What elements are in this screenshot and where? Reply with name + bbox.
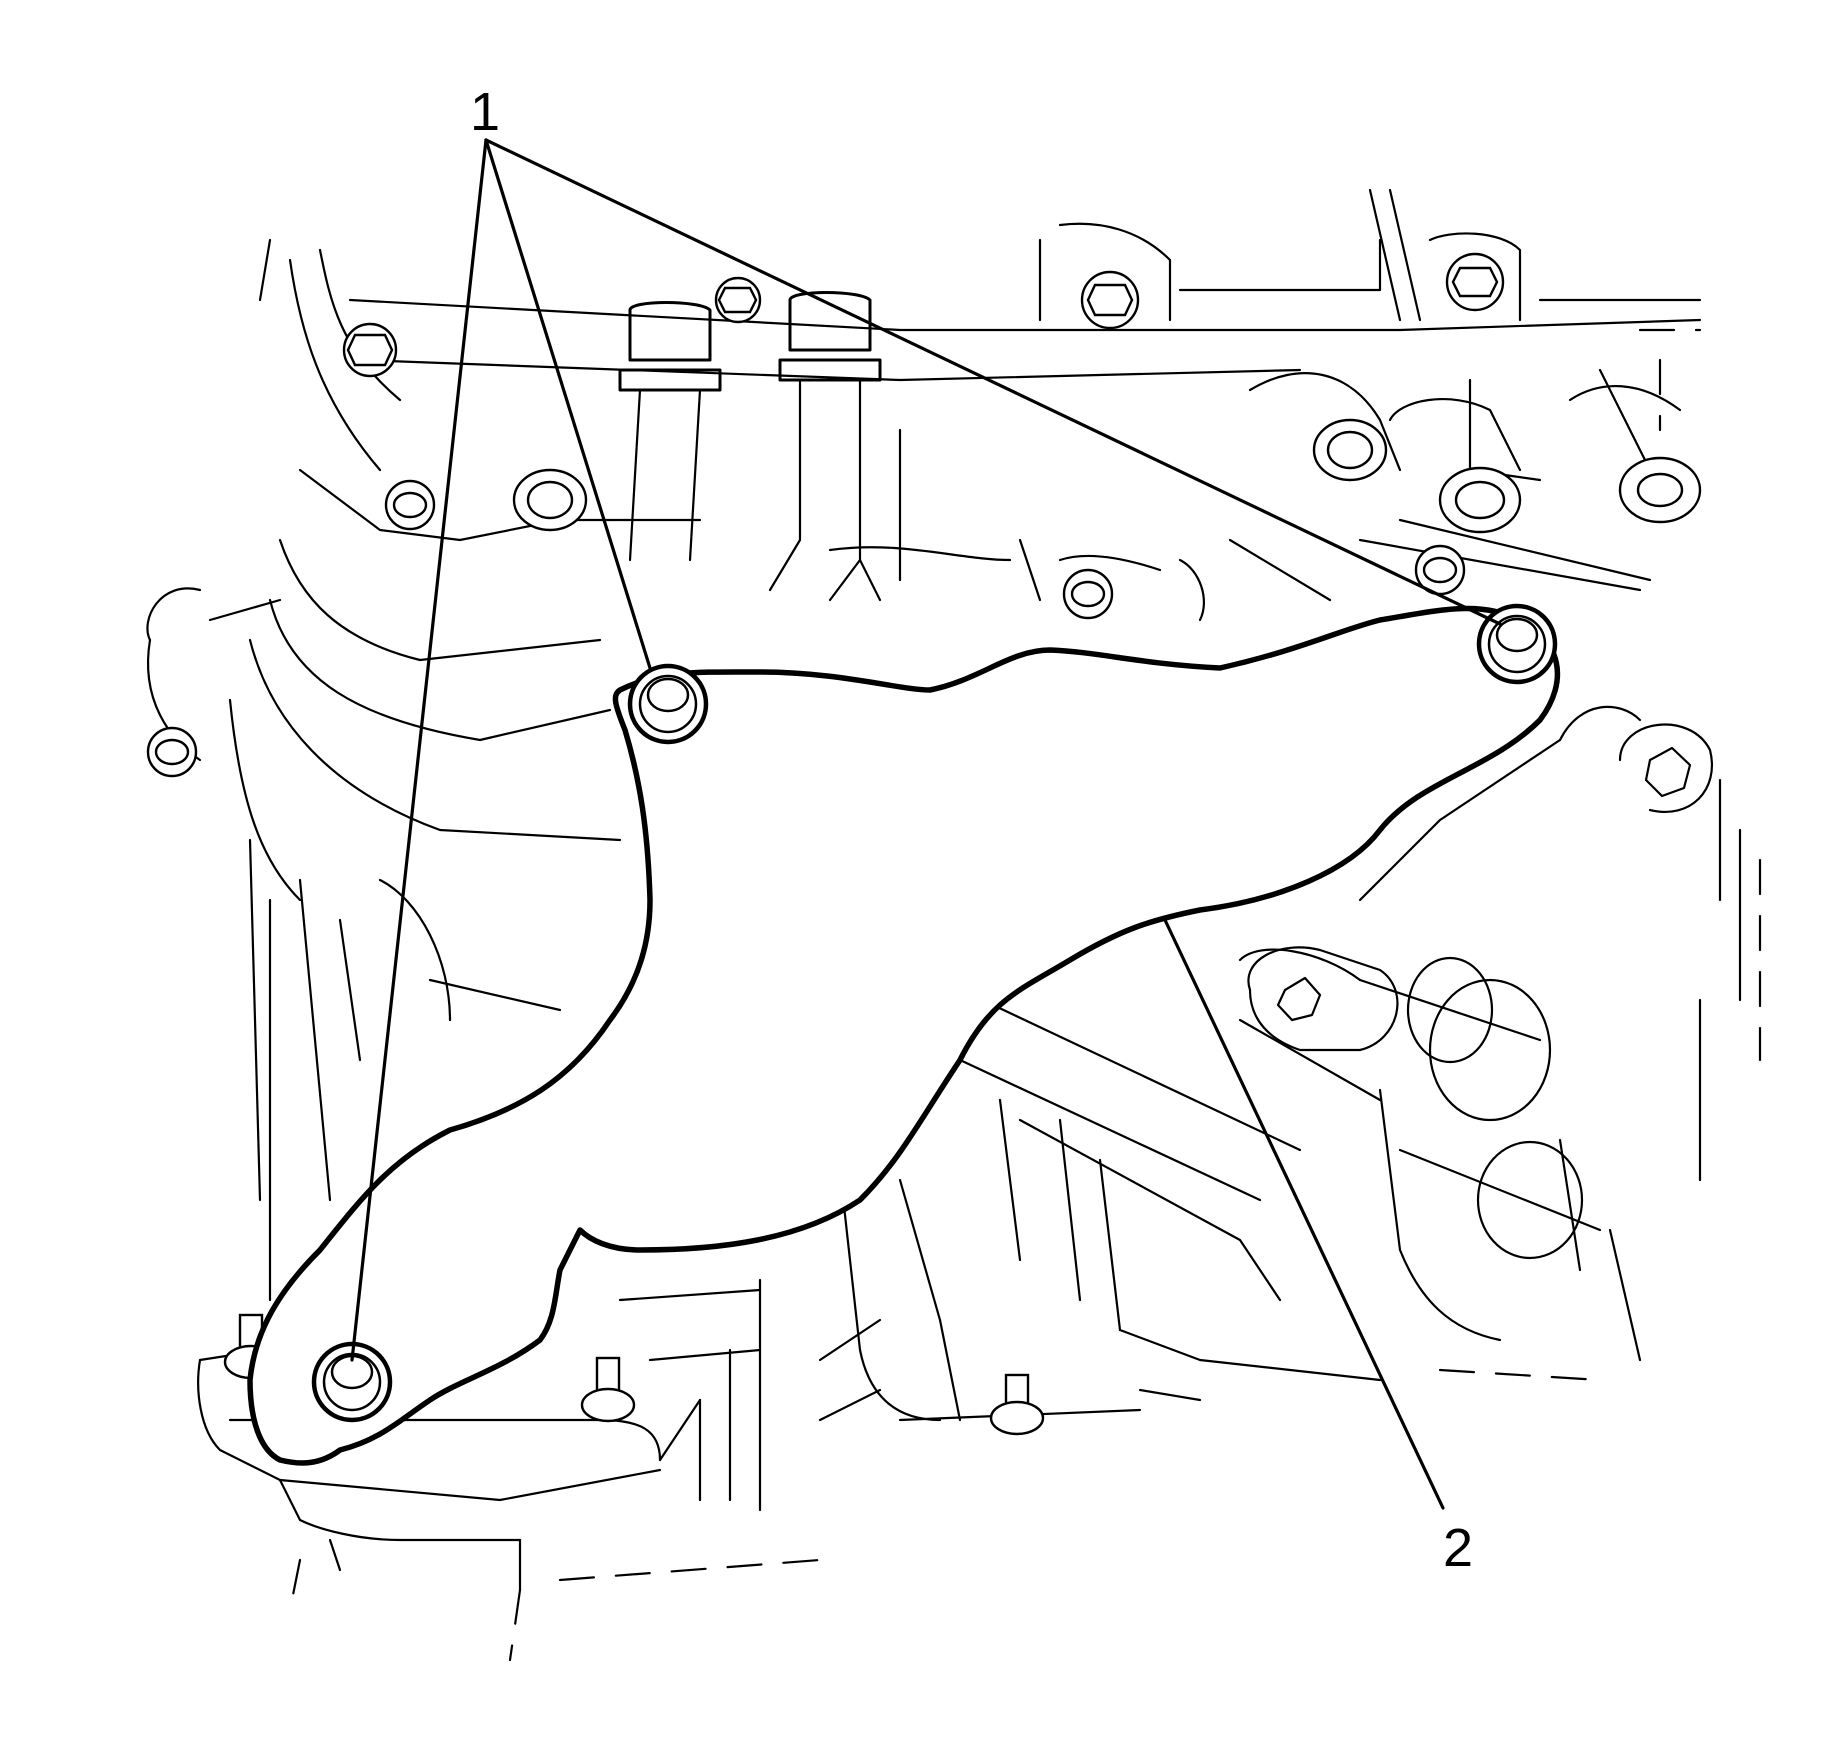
shield-bolt-icon	[1476, 603, 1558, 685]
callout-1-label: 1	[470, 82, 500, 142]
leader-line-1b	[484, 138, 652, 670]
port-icon	[1312, 418, 1388, 482]
port-icon	[512, 468, 588, 532]
bolt-head-icon	[1062, 568, 1114, 620]
leader-line-1a	[350, 138, 488, 1362]
bolt-head-icon	[384, 479, 436, 531]
leader-line-1c	[484, 138, 1502, 626]
callout-2-label: 2	[1443, 1518, 1473, 1578]
bolt-head-icon	[1445, 252, 1505, 312]
heat-shield	[247, 605, 1561, 1466]
bolt-head-icon	[1080, 270, 1140, 330]
engine-block-background	[146, 188, 1762, 1662]
background-bolts	[146, 252, 1702, 1436]
stud-icon	[580, 1356, 636, 1423]
port-icon	[1438, 466, 1522, 534]
bolt-head-icon	[342, 322, 398, 378]
leader-line-2	[1163, 918, 1445, 1510]
shield-bolt-icon	[627, 663, 709, 745]
stud-icon	[989, 1373, 1045, 1436]
bolt-head-icon	[714, 276, 762, 324]
port-icon	[1618, 456, 1702, 524]
bolt-head-icon	[146, 726, 198, 778]
leader-lines	[350, 138, 1502, 1510]
